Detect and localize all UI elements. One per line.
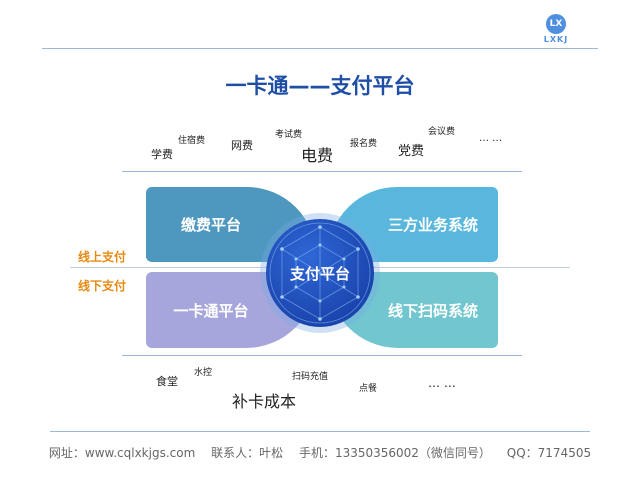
center-payment-hub: 支付平台 bbox=[266, 219, 374, 327]
online-payment-label: 线上支付 bbox=[78, 250, 127, 264]
footer-contact-person: 联系人：叶松 bbox=[211, 446, 284, 460]
module-payment-platform-label: 缴费平台 bbox=[180, 216, 241, 234]
company-logo: LX LXKJ bbox=[543, 14, 569, 44]
footer-phone: 手机：13350356002（微信同号） bbox=[298, 446, 491, 460]
footer-divider bbox=[50, 431, 590, 432]
bottom-frame-line bbox=[122, 355, 522, 356]
offline-payment-label: 线下支付 bbox=[78, 279, 127, 293]
page-title: 一卡通——支付平台 bbox=[225, 74, 415, 98]
fee-party: 党费 bbox=[398, 144, 425, 159]
item-canteen: 食堂 bbox=[156, 375, 178, 388]
fee-tuition: 学费 bbox=[151, 148, 173, 161]
header-divider bbox=[42, 48, 598, 49]
footer-website: 网址：www.cqlxkjgs.com bbox=[48, 446, 196, 460]
top-frame-line bbox=[122, 171, 522, 172]
module-card-platform-label: 一卡通平台 bbox=[173, 301, 249, 320]
item-meal-order: 点餐 bbox=[359, 384, 378, 394]
fee-meeting: 会议费 bbox=[428, 127, 456, 137]
logo-mark: LX bbox=[546, 14, 566, 34]
center-payment-hub-label: 支付平台 bbox=[289, 264, 350, 283]
module-offline-scan-system-label: 线下扫码系统 bbox=[387, 301, 478, 320]
fee-electricity: 电费 bbox=[301, 146, 334, 165]
network-mesh-icon bbox=[269, 222, 371, 324]
item-more: … … bbox=[428, 376, 456, 390]
item-water-control: 水控 bbox=[194, 368, 213, 378]
fee-registration: 报名费 bbox=[350, 139, 378, 149]
item-card-replacement: 补卡成本 bbox=[232, 392, 297, 411]
fee-more: … … bbox=[479, 133, 503, 144]
footer-contact: 网址：www.cqlxkjgs.com 联系人：叶松 手机：1335035600… bbox=[0, 444, 640, 461]
fee-internet: 网费 bbox=[231, 139, 253, 152]
module-third-party-system-label: 三方业务系统 bbox=[387, 216, 478, 234]
fee-accommodation: 住宿费 bbox=[178, 136, 206, 146]
logo-text: LXKJ bbox=[543, 35, 569, 44]
footer-qq: QQ：7174505 bbox=[506, 446, 592, 460]
fee-exam: 考试费 bbox=[275, 130, 303, 140]
item-scan-recharge: 扫码充值 bbox=[292, 372, 329, 382]
